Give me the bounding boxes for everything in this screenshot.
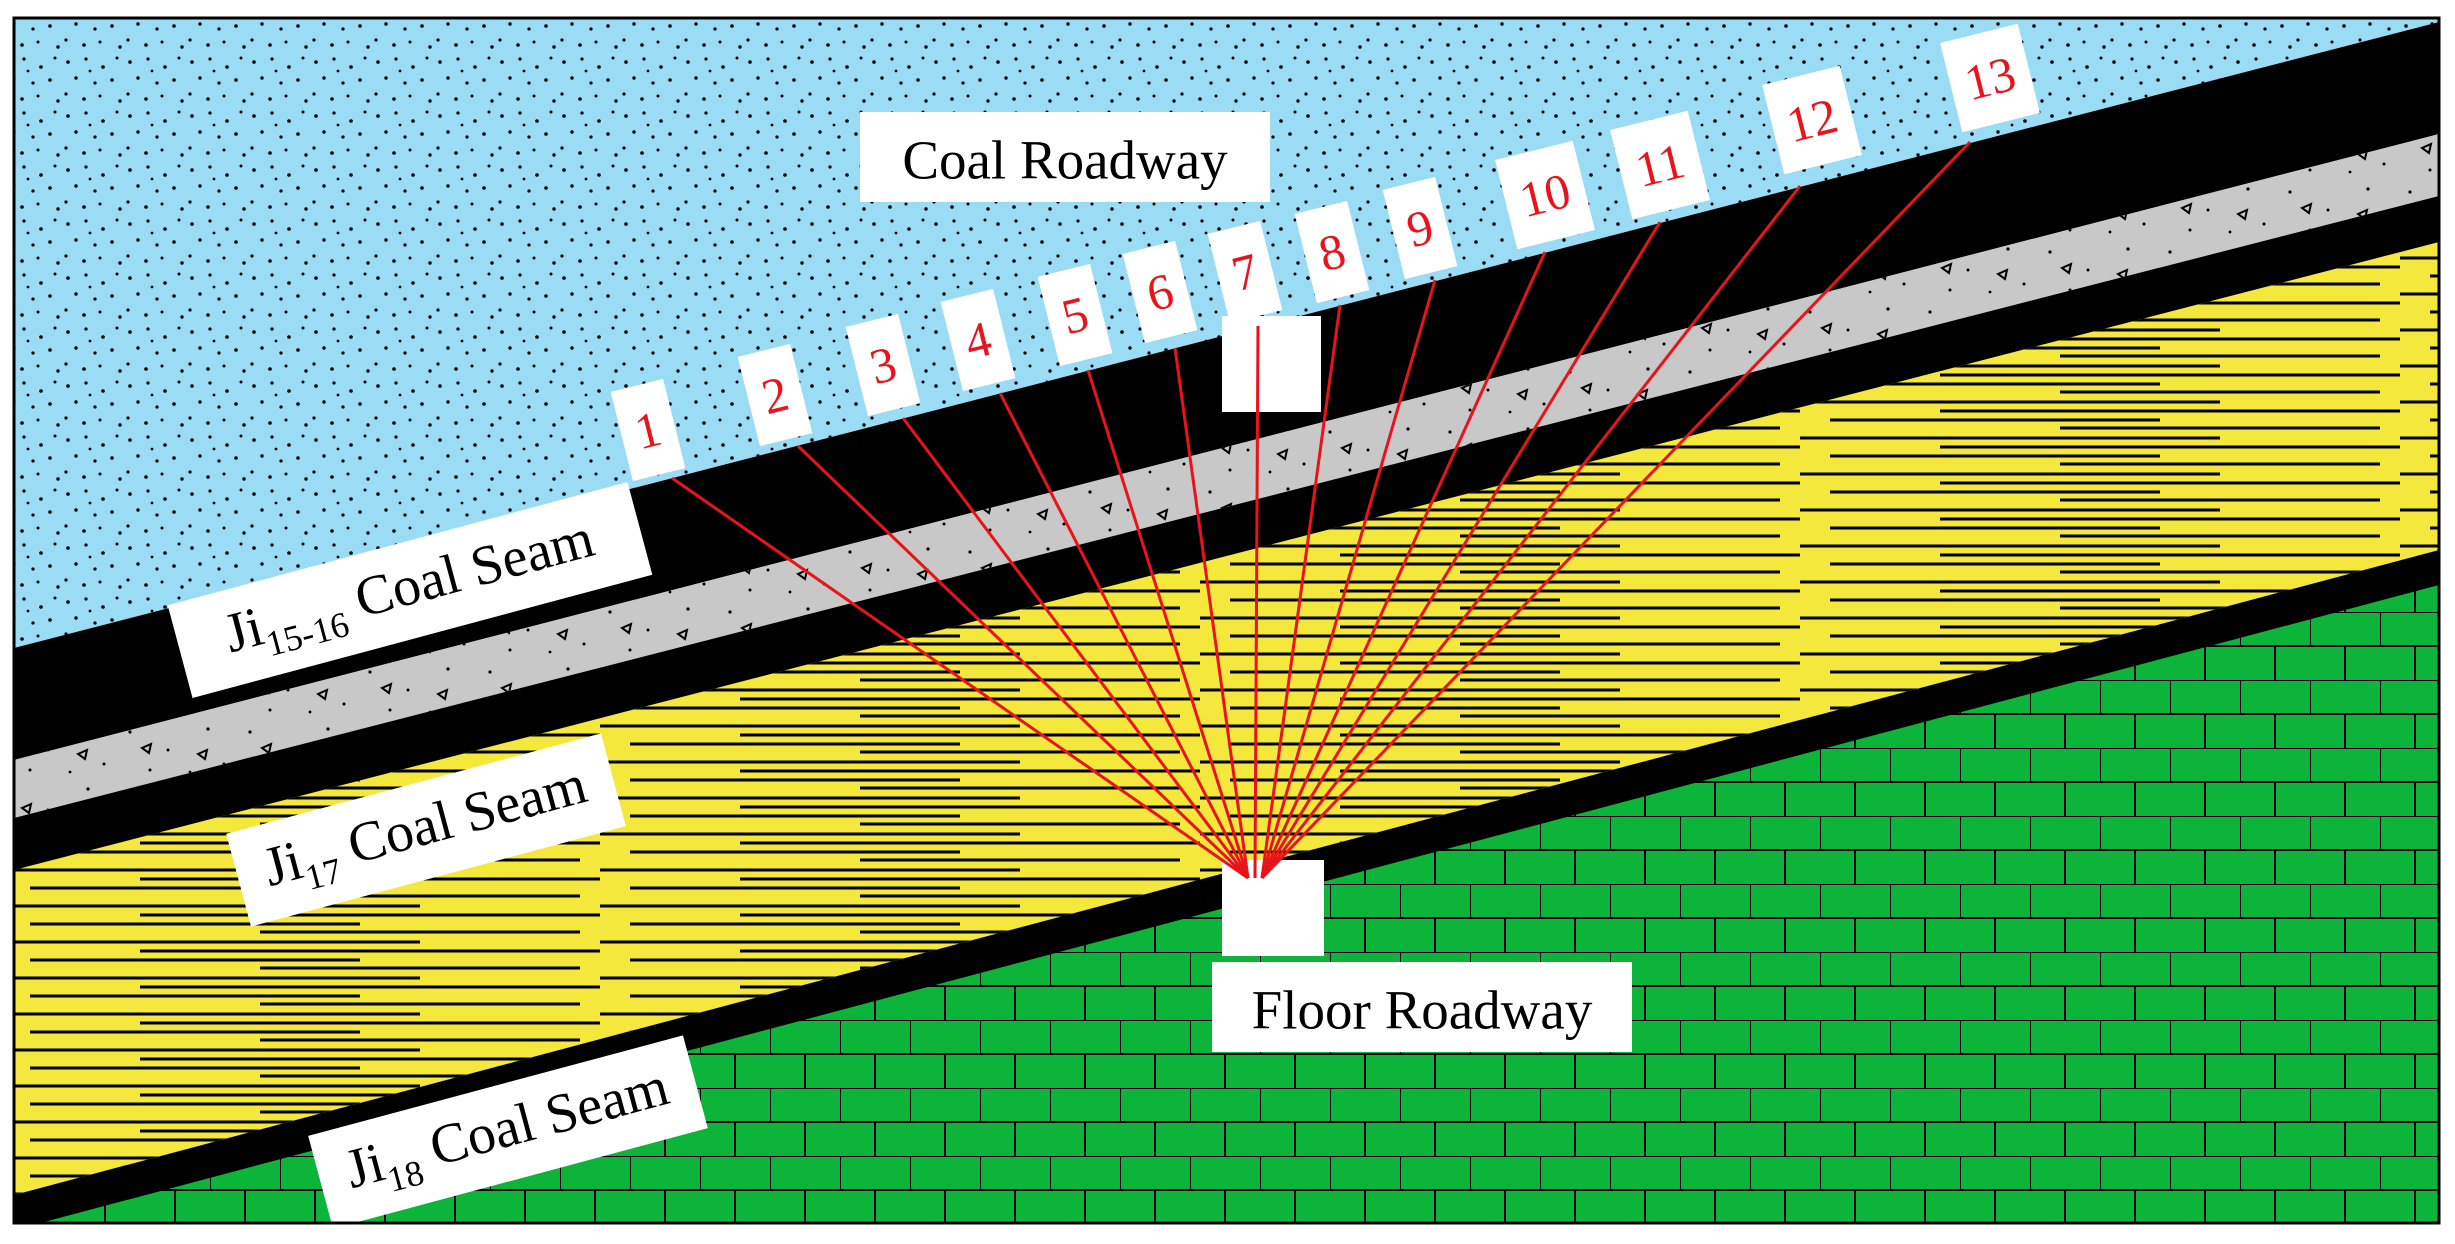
borehole-label-2: 2	[737, 343, 813, 447]
borehole-label-9: 9	[1382, 176, 1458, 280]
coal-roadway-section	[1222, 316, 1321, 412]
borehole-label-6: 6	[1122, 240, 1198, 344]
borehole-label-5: 5	[1037, 263, 1113, 367]
borehole-label-13: 13	[1940, 23, 2040, 133]
borehole-line-5	[1086, 369, 1250, 879]
borehole-line-12	[1260, 185, 1802, 879]
borehole-line-10	[1260, 251, 1547, 879]
borehole-line-4	[998, 392, 1250, 879]
borehole-line-6	[1173, 347, 1250, 879]
borehole-label-10: 10	[1495, 140, 1595, 250]
borehole-label-12: 12	[1762, 65, 1862, 175]
borehole-line-2	[796, 444, 1250, 880]
diagram-frame	[12, 16, 2441, 1225]
borehole-label-4: 4	[940, 288, 1016, 392]
borehole-line-3	[901, 417, 1250, 879]
borehole-label-1: 1	[610, 378, 686, 482]
boreholes	[671, 140, 1972, 880]
borehole-label-7: 7	[1207, 220, 1283, 324]
floor-roadway-section	[1222, 860, 1324, 956]
floor-roadway-label: Floor Roadway	[1212, 962, 1632, 1052]
floor-roadway-text: Floor Roadway	[1252, 980, 1593, 1041]
coal-roadway-text: Coal Roadway	[902, 130, 1228, 191]
borehole-line-1	[671, 476, 1249, 880]
ji17-coal-seam	[14, 196, 2439, 870]
borehole-line-11	[1260, 221, 1662, 879]
borehole-line-7	[1253, 325, 1260, 879]
borehole-line-13	[1260, 140, 1972, 880]
borehole-line-8	[1260, 304, 1342, 879]
borehole-label-11: 11	[1610, 110, 1710, 220]
gray-rock-layer	[14, 134, 2439, 818]
borehole-labels: 1 2 3 4 5 6 7 8	[610, 23, 2040, 482]
borehole-line-9	[1260, 279, 1437, 879]
borehole-label-8: 8	[1294, 200, 1370, 304]
coal-roadway-label: Coal Roadway	[860, 112, 1270, 202]
borehole-label-3: 3	[845, 313, 921, 417]
